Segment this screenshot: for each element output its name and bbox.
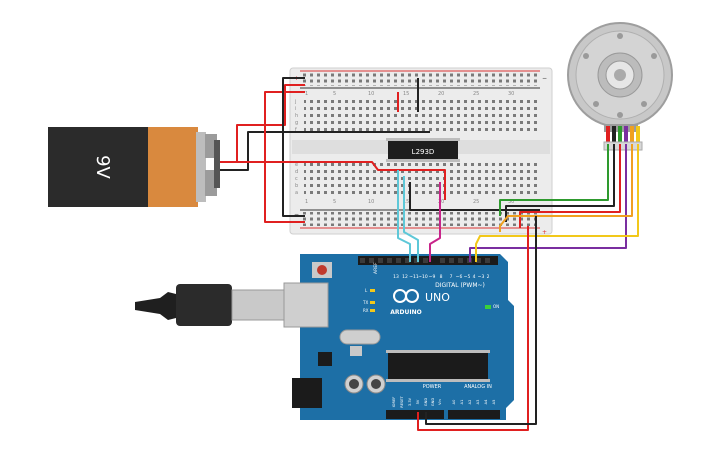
row-letter: a (295, 190, 298, 196)
pin-label: ~5 (464, 274, 471, 280)
col-number: 15 (403, 199, 409, 205)
wire-motor-yellow[interactable] (475, 144, 639, 262)
col-number: 25 (473, 199, 479, 205)
power-pin-label: 5V (416, 399, 420, 404)
chip-label: L293D (412, 148, 435, 156)
wire-ic-ground[interactable] (409, 182, 540, 211)
pin-label: 12 (402, 274, 408, 280)
wire-motor-purple[interactable] (469, 144, 627, 262)
wires (220, 77, 639, 431)
col-number: 25 (473, 91, 479, 97)
analog-pin-label: A1 (460, 400, 464, 405)
power-pin-label: 3.3V (408, 397, 412, 406)
col-number: 20 (438, 199, 444, 205)
top-power-rail (300, 72, 540, 86)
row-letter: f (295, 127, 297, 133)
analog-pin-label: A0 (452, 399, 456, 404)
analog-pin-label: A4 (484, 399, 488, 404)
power-pin-label: Vin (438, 399, 442, 405)
battery-9v[interactable]: 9V (48, 127, 220, 207)
digital-header-label: DIGITAL (PWM~) (435, 282, 485, 289)
analog-pin-label: A5 (492, 400, 496, 405)
arduino-logo: ARDUINO (390, 289, 422, 316)
col-number: 5 (333, 91, 336, 97)
col-number: 30 (508, 199, 514, 205)
row-letter: e (295, 162, 298, 168)
top-terminal-strip (304, 97, 540, 132)
dc-motor-encoder[interactable] (567, 22, 673, 151)
arduino-uno-board[interactable]: AREF DIGITAL (PWM~) 13 12 ~11 ~10 ~9 8 7… (283, 254, 514, 420)
bottom-terminal-strip (304, 160, 540, 195)
wire-ic-supply[interactable] (237, 161, 446, 200)
rx-led-label: RX (363, 308, 369, 313)
battery-label: 9V (92, 155, 113, 179)
usb-cable[interactable] (135, 284, 300, 326)
col-number: 5 (333, 199, 336, 205)
col-number: 1 (305, 91, 308, 97)
wire-rail-link-black[interactable] (282, 77, 305, 217)
wire-rail-link-red[interactable] (264, 91, 305, 223)
wire-cyan[interactable] (397, 170, 411, 262)
power-header[interactable] (386, 410, 444, 419)
wire-gnd[interactable] (425, 216, 537, 425)
pin-label: 4 (473, 274, 476, 280)
row-letter: c (295, 176, 298, 182)
power-pin-label: GND (431, 398, 435, 406)
wire-magenta[interactable] (429, 182, 441, 262)
pin-label: ~10 (418, 274, 428, 280)
l-led-label: L (365, 288, 368, 293)
power-pin-label: IOREF (392, 397, 396, 408)
wire-battery-negative[interactable] (220, 131, 430, 171)
atmega-chip (388, 352, 488, 380)
col-number: 10 (368, 199, 374, 205)
analog-header[interactable] (448, 410, 500, 419)
rail-minus-label: − (542, 75, 547, 82)
pin-label: ~11 (409, 274, 419, 280)
pin-label: ~6 (456, 274, 463, 280)
breadboard: + − + − j i h g f e d c b a 1 5 10 15 20… (289, 67, 553, 236)
pin-label: ~9 (429, 274, 436, 280)
row-letter: i (295, 106, 296, 112)
analog-pin-label: A2 (468, 400, 472, 405)
arduino-brand: ARDUINO (390, 309, 421, 316)
pin-label: ~3 (478, 274, 485, 280)
power-jack[interactable] (292, 378, 322, 408)
col-number: 10 (368, 91, 374, 97)
analog-pin-label: A3 (476, 400, 480, 405)
col-number: 30 (508, 91, 514, 97)
power-pin-label: GND (424, 398, 428, 406)
wire-motor-black[interactable] (505, 144, 615, 222)
bottom-power-rail (300, 212, 540, 226)
reset-button[interactable] (317, 265, 327, 275)
pin-label: 2 (487, 274, 490, 280)
pin-label: 13 (393, 274, 399, 280)
l293d-driver-chip[interactable]: L293D (386, 138, 460, 162)
wire-5v[interactable] (417, 226, 529, 431)
rail-minus-label-bottom: − (294, 211, 299, 218)
col-number: 20 (438, 91, 444, 97)
pin-label: 8 (440, 274, 443, 280)
col-number: 15 (403, 91, 409, 97)
rail-plus-label-bottom: + (542, 229, 547, 236)
wire-motor-orange[interactable] (499, 144, 633, 232)
power-pin-label: RESET (400, 395, 404, 407)
row-letter: b (295, 183, 298, 189)
row-letter: g (295, 120, 298, 126)
wire-motor-red[interactable] (519, 144, 621, 228)
row-letter: j (294, 99, 296, 105)
col-number: 1 (305, 199, 308, 205)
pin-label: 7 (450, 274, 453, 280)
power-label: POWER (423, 384, 442, 390)
arduino-model: UNO (425, 291, 450, 304)
row-letter: h (295, 113, 298, 119)
aref-label: AREF (373, 262, 379, 274)
analog-label: ANALOG IN (464, 384, 492, 390)
tx-led-label: TX (362, 300, 368, 305)
row-letter: d (295, 169, 298, 175)
on-led-label: ON (493, 304, 499, 309)
wire-motor-green[interactable] (499, 144, 609, 216)
